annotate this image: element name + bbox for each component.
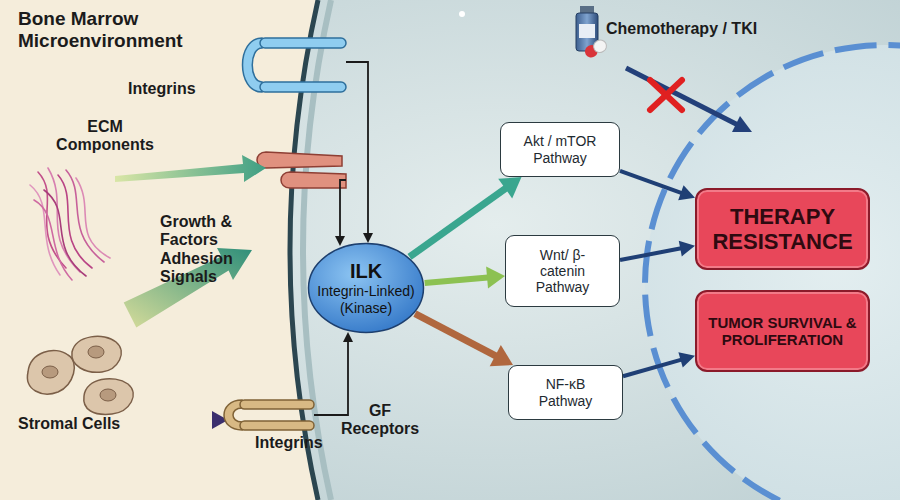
block-mark [650,80,682,110]
connector [415,314,513,367]
arrow-head [678,185,695,200]
integrin-receptor [240,400,314,409]
drug-label: Chemotherapy / TKI [606,20,826,38]
connector-line [623,360,682,377]
arrow-head [343,332,353,342]
pill-icon [591,38,608,55]
connector [620,241,695,260]
vial-label [579,24,595,38]
ecm-arrow [115,155,266,182]
node-title: Wnt/ β-catenin Pathway [526,247,600,295]
pathway-box: Akt / mTOR Pathway [500,122,620,177]
region-label: Bone Marrow Microenvironment [18,8,218,52]
ecm-fiber [30,185,60,275]
nucleus-outline [645,45,900,500]
signal-arrow [340,180,346,238]
node-title: Akt / mTOR Pathway [510,133,610,165]
dot [459,11,465,17]
arrow-head [732,116,752,132]
arrow-head [486,267,505,289]
node-subtitle: Integrin-Linked) (Kinase) [310,283,422,315]
cell-label: Stromal Cells [18,415,148,433]
pathway-box: NF-κB Pathway [508,365,623,420]
connector [623,352,695,376]
node-title: TUMOR SURVIVAL & PROLIFERATION [703,314,863,349]
stromal-cell [84,379,133,415]
stromal-arrow [142,418,214,423]
node-title: NF-κB Pathway [535,376,597,408]
node-title: ILK [311,260,421,283]
pathway-box: Wnt/ β-catenin Pathway [505,235,620,307]
outcome-box: TUMOR SURVIVAL & PROLIFERATION [695,290,870,372]
ecm-label: ECM Components [45,118,165,155]
signal-arrow [346,62,368,236]
stromal-cell [72,336,121,372]
node-title: THERAPY RESISTANCE [703,204,863,255]
integrin-receptor [260,38,346,48]
ellipse-shape [309,244,424,333]
microenvironment-region [0,0,318,500]
integrin-receptor [260,82,346,92]
arrow-head [363,233,373,243]
arrow-head [498,177,521,198]
receptor-label: GF Receptors [335,402,425,439]
ecm-fiber [76,178,110,258]
drug-arrow [626,68,738,125]
vial-cap [580,6,594,13]
receptor-label: Integrins [255,434,345,452]
cell-nucleus [88,346,104,358]
arrow-head [490,345,513,366]
arrow-head [679,241,695,257]
integrin-receptor [240,421,314,430]
ecm-receptor [257,152,342,168]
ecm-fiber [44,190,86,276]
integrin-receptor [243,38,263,92]
block-mark [650,80,682,110]
signal-label: Growth & Factors Adhesion Signals [160,213,242,287]
connector [425,267,505,289]
connector-line [415,314,496,357]
ecm-receptor [281,172,346,188]
kinase-ellipse: ILKIntegrin-Linked) (Kinase) [307,242,425,334]
ecm-fiber [34,200,72,280]
connector [620,171,695,200]
cell-nucleus [100,389,116,401]
receptor-label: Integrins [128,80,218,98]
arrow-head [335,236,345,246]
cell-nucleus [42,366,58,378]
ecm-fiber [38,172,66,268]
connector-line [620,171,682,193]
arrow-head [678,352,695,367]
signal-arrow [314,340,348,415]
stromal-cell [27,350,74,393]
connector-line [620,248,681,260]
outcome-box: THERAPY RESISTANCE [695,188,870,270]
connector-line [425,277,488,282]
connector-line [410,188,507,257]
